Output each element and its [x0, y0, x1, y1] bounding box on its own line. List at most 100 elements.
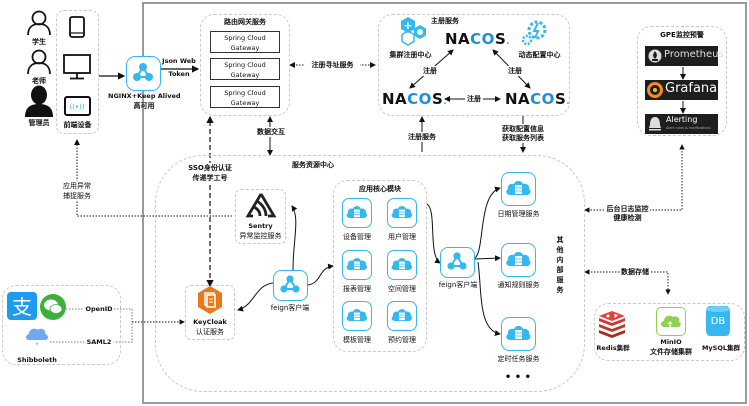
- keycloak-label: KeyCloak: [193, 318, 227, 326]
- vertical-char: 部: [556, 266, 564, 274]
- more-services-ellipsis: • • •: [504, 372, 532, 383]
- core-module-tile: [387, 250, 417, 280]
- service-tile: [501, 243, 536, 277]
- resource-center-group: [155, 155, 585, 392]
- core-module-tile: [342, 250, 372, 280]
- user-teacher: 老师: [24, 49, 54, 89]
- nginx-node: [126, 56, 161, 91]
- cluster-registry-label: 集群注册中心: [389, 51, 432, 59]
- nacos-edge-label: 注册: [420, 66, 440, 76]
- nacos-group: [378, 14, 570, 116]
- frontend-devices-group: [56, 10, 99, 134]
- arrow-feign2-date: [474, 186, 501, 259]
- share-nodes-icon: [280, 275, 300, 293]
- arrow-feign2-timer: [477, 261, 501, 337]
- arrow-feign2-notify: [474, 255, 501, 262]
- core-module-label: 用户管理: [388, 233, 416, 241]
- cloud-server-icon: [506, 181, 531, 195]
- core-module-tile: [387, 198, 417, 228]
- register-service-label: 注册服务: [404, 132, 440, 142]
- svg-text:*: *: [35, 341, 39, 349]
- dynamic-config-label: 动态配置中心: [518, 51, 561, 59]
- minio-service-label: 文件存储集群: [650, 348, 692, 356]
- user-label: 管理员: [28, 119, 50, 127]
- health-label-line1: 后台日志监控: [605, 204, 650, 214]
- nacos-logo-top: NACOS.: [445, 30, 511, 48]
- nginx-label: NGINX+Keep Alived: [108, 92, 181, 100]
- keycloak-hexagon-icon: [198, 286, 222, 314]
- saml-label: SAML2: [84, 338, 114, 347]
- jwt-label-line1: Json Web: [162, 57, 196, 65]
- fetch-config-label: 获取配置信息: [497, 124, 549, 134]
- core-modules-title: 应用核心模块: [359, 185, 401, 193]
- arrow-data-storage: [584, 269, 671, 295]
- gateway-instance-line1: Spring Cloud: [224, 89, 266, 97]
- nacos-edge-label: 注册: [505, 66, 525, 76]
- nacos-logo-left: NACOS.: [382, 90, 448, 108]
- storage-group: [594, 303, 745, 361]
- vertical-char: 务: [556, 286, 564, 294]
- alerting-sublabel: Alert rules & notifications: [666, 126, 711, 130]
- gateway-instance-line1: Spring Cloud: [224, 34, 266, 42]
- jwt-label-line2: Token: [168, 70, 190, 78]
- cloud-server-icon: [346, 309, 368, 321]
- core-module-label: 空间管理: [388, 285, 416, 293]
- other-services-vertical-title: 其 他 内 部 服 务: [554, 235, 566, 295]
- arrow-feign-core: [307, 263, 334, 286]
- gateway-instance-line2: Gateway: [230, 99, 260, 107]
- vertical-char: 服: [556, 276, 564, 284]
- vertical-char: 内: [556, 256, 564, 264]
- minio-node: [656, 307, 686, 336]
- grafana-swirl-icon: [647, 82, 663, 98]
- monitor-icon: [63, 54, 91, 80]
- service-label: 定时任务服务: [497, 355, 540, 363]
- gateway-group: [200, 14, 290, 116]
- user-filled-icon: [25, 85, 53, 117]
- user-outline-icon: [27, 49, 51, 75]
- svg-text:支: 支: [12, 295, 32, 319]
- nacos-title: 主册服务: [431, 17, 459, 25]
- prometheus-flame-icon: [648, 49, 662, 63]
- vertical-char: 其: [556, 236, 564, 244]
- share-nodes-icon: [447, 252, 467, 270]
- arrow-exception-capture: [74, 139, 232, 217]
- cloud-server-icon: [391, 309, 413, 321]
- exception-capture-line1: 应用异常: [60, 181, 94, 191]
- arrow-feign-sentry: [291, 205, 298, 271]
- terminal-device-icon: ((•)): [64, 96, 91, 116]
- sentry-logo-icon: [245, 193, 277, 218]
- frontend-label: 前端设备: [63, 121, 92, 129]
- svg-text:((•)): ((•)): [69, 103, 84, 111]
- feign-client-node: [440, 247, 475, 278]
- openid-label: OpenID: [84, 305, 114, 314]
- core-module-label: 模板管理: [343, 336, 371, 344]
- cloud-server-icon: [506, 252, 531, 266]
- cluster-registry-icon: +: [401, 17, 426, 46]
- alipay-icon: 支: [7, 292, 37, 320]
- grafana-label: Grafana: [665, 81, 718, 96]
- svg-text:+: +: [403, 19, 412, 32]
- alerting-bar: Alerting Alert rules & notifications: [645, 114, 718, 134]
- redis-icon: [599, 311, 625, 338]
- nginx-ha-label: 高可用: [133, 102, 155, 110]
- minio-cloud-icon: [661, 315, 681, 327]
- keycloak-service-label: 认证服务: [196, 328, 224, 336]
- core-module-tile: [387, 301, 417, 331]
- core-module-label: 报表管理: [343, 285, 371, 293]
- keycloak-node: [185, 285, 235, 340]
- feign-client-label: feign客户端: [438, 281, 478, 289]
- grafana-bar: Grafana: [645, 80, 718, 100]
- service-label: 日期管理服务: [497, 210, 540, 218]
- wechat-icon: [40, 294, 66, 320]
- health-label-line2: 健康检测: [605, 213, 650, 223]
- cloud-server-icon: [391, 206, 413, 218]
- db-cylinder-top: [706, 306, 730, 312]
- sentry-service-label: 异常监控服务: [239, 232, 282, 240]
- system-boundary-frame: [142, 2, 747, 404]
- shibboleth-label: Shibboleth: [17, 356, 57, 364]
- resource-center-title: 服务资源中心: [292, 161, 334, 169]
- identity-providers-group: [2, 285, 121, 365]
